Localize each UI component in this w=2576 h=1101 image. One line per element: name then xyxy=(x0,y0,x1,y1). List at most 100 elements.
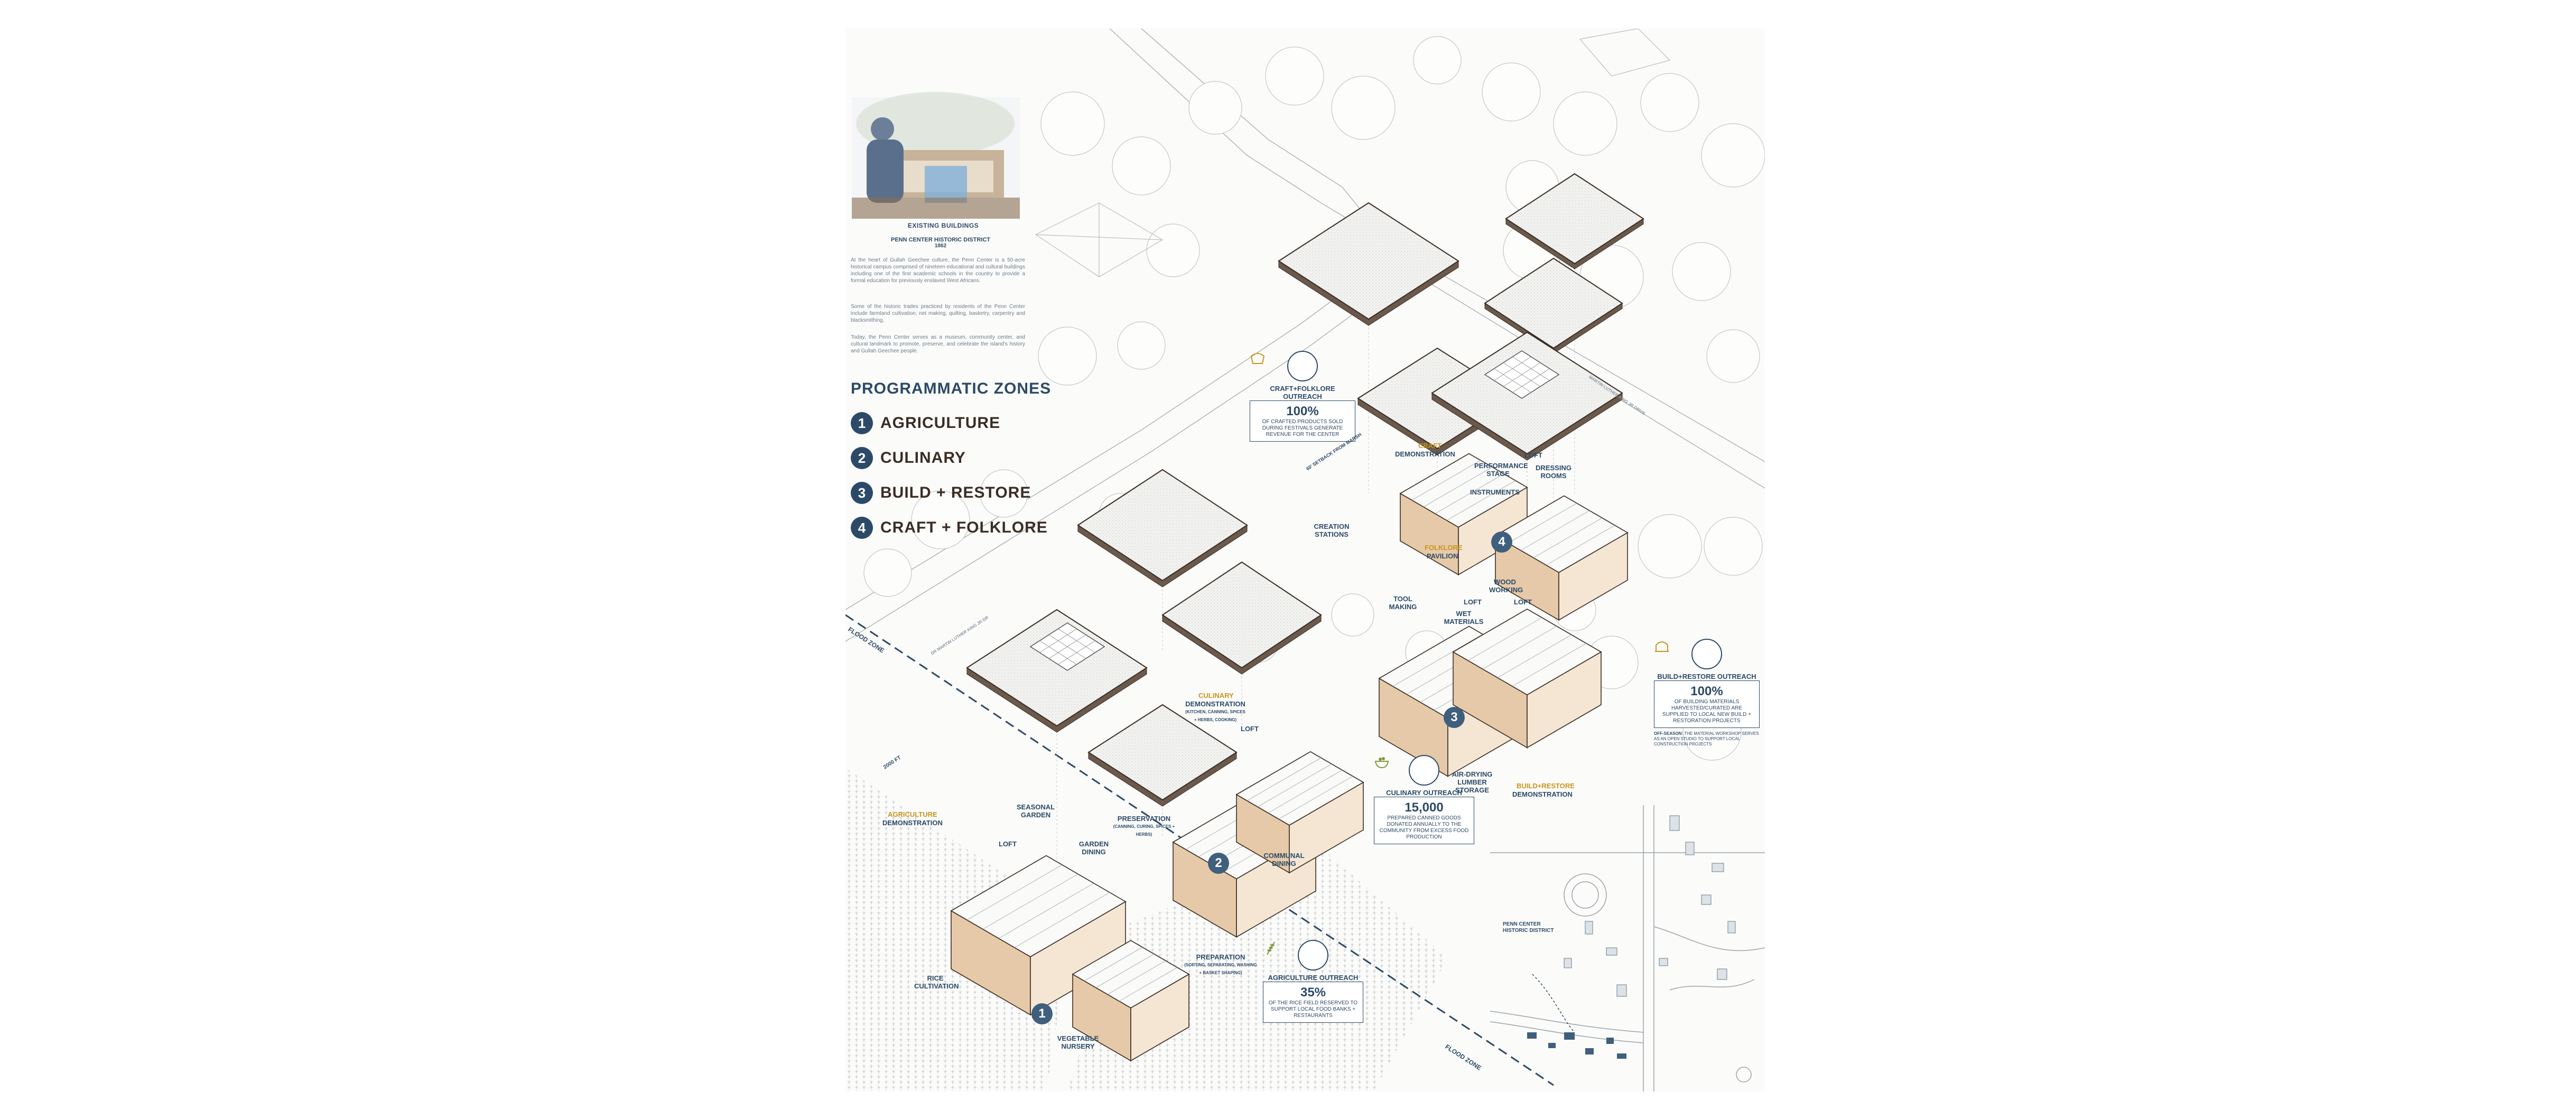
zone-label: CULINARY xyxy=(880,449,966,466)
build-outreach-value: 100% xyxy=(1690,684,1723,698)
label-loft-d: LOFT xyxy=(1241,725,1259,733)
programmatic-zones-title: PROGRAMMATIC ZONES xyxy=(851,380,1052,397)
roof-surface xyxy=(1484,257,1623,349)
zone-marker-2: 2 xyxy=(1208,853,1229,874)
label-communal-dining: COMMUNAL DINING xyxy=(1263,852,1305,867)
preparation-sub: (SORTING, SEPARATING, WASHING + BASKET S… xyxy=(1184,963,1257,975)
penn-center-text: PENN CENTER xyxy=(1503,921,1541,927)
tree-canopies xyxy=(863,36,1765,761)
building-volume xyxy=(950,855,1127,1016)
map-site-building xyxy=(1564,1032,1575,1040)
culinary-demo-sub: (KITCHEN, CANNING, SPICES + HERBS, COOKI… xyxy=(1185,710,1245,722)
map-site-building xyxy=(1527,1032,1537,1039)
existing-building-outlines xyxy=(1035,29,1671,277)
building-grid-line xyxy=(1014,892,1110,948)
craft-outreach-title: CRAFT+FOLKLORE OUTREACH xyxy=(1270,385,1335,400)
building-volumes xyxy=(950,453,1629,1062)
label-preservation: PRESERVATION (CANNING, CURING, SPICES + … xyxy=(1110,815,1178,838)
building-grid-line xyxy=(1268,770,1343,814)
tree-canopy xyxy=(1638,514,1702,579)
label-rice-cultivation: RICE CULTIVATION xyxy=(914,974,959,990)
map-building xyxy=(1585,921,1593,935)
build-outreach: BUILD+RESTORE OUTREACH 100% OF BUILDING … xyxy=(1654,639,1760,747)
zone-number-badge: 3 xyxy=(851,482,873,504)
build-offseason-note: OFF-SEASON: THE MATERIAL WORKSHOP SERVES… xyxy=(1654,731,1760,747)
tree-canopy xyxy=(1117,321,1166,370)
tree-canopy xyxy=(863,548,912,597)
label-loft-a: LOFT xyxy=(1524,451,1542,459)
building-grid-line xyxy=(1257,763,1332,807)
label-dressing-rooms: DRESSING ROOMS xyxy=(1536,464,1571,480)
roof-surface xyxy=(1505,173,1644,265)
map-building xyxy=(1685,842,1695,855)
map-building xyxy=(1712,863,1724,872)
building-grid-line xyxy=(1392,634,1483,687)
tree-canopy xyxy=(1701,123,1765,188)
zone-marker-3: 3 xyxy=(1444,707,1465,728)
label-folklore: FOLKLORE xyxy=(1425,544,1463,552)
district-year: 1862 xyxy=(934,243,947,249)
building-grid-line xyxy=(1095,954,1155,988)
label-air-drying: AIR-DRYING LUMBER STORAGE xyxy=(1452,770,1493,794)
label-vegetable-nursery: VEGETABLE NURSERY xyxy=(1057,1034,1099,1050)
roof-panel xyxy=(1484,257,1623,354)
label-loft-b: LOFT xyxy=(1464,598,1482,606)
map-building xyxy=(1727,921,1736,934)
preparation-text: PREPARATION xyxy=(1196,953,1245,961)
tree-canopy xyxy=(1188,81,1242,135)
building-grid-line xyxy=(1533,518,1603,558)
label-loft-c: LOFT xyxy=(1514,598,1532,606)
building-grid-line xyxy=(1119,967,1178,1002)
existing-buildings-title: EXISTING BUILDINGS xyxy=(907,222,979,229)
map-site-building xyxy=(1617,1053,1626,1059)
tree-canopy xyxy=(1413,36,1462,85)
building-floor xyxy=(1399,453,1528,528)
basket-icon xyxy=(1250,351,1318,381)
agri-outreach-title: AGRICULTURE OUTREACH xyxy=(1268,974,1359,982)
label-build-demo-a: BUILD+RESTORE xyxy=(1517,782,1575,790)
axonometric-site-drawing xyxy=(845,29,1765,1091)
roof-skylight xyxy=(1029,622,1105,671)
map-site-building xyxy=(1606,1038,1614,1044)
label-preparation: PREPARATION (SORTING, SEPARATING, WASHIN… xyxy=(1184,953,1258,977)
craft-outreach-desc: OF CRAFTED PRODUCTS SOLD DURING FESTIVAL… xyxy=(1262,419,1343,437)
label-agri-demo-a: AGRICULTURE xyxy=(888,810,937,818)
roof-surface xyxy=(966,609,1148,727)
craft-outreach-box: 100% OF CRAFTED PRODUCTS SOLD DURING FES… xyxy=(1250,400,1355,442)
building-grid-line xyxy=(1497,635,1572,678)
agri-outreach-value: 35% xyxy=(1300,985,1326,1000)
building-floor xyxy=(1494,495,1629,573)
culinary-outreach-value: 15,000 xyxy=(1405,800,1444,815)
zone-label: BUILD + RESTORE xyxy=(880,484,1031,501)
flood-zone-line xyxy=(845,614,1554,1086)
roof-surface xyxy=(1278,202,1459,320)
roof-panel xyxy=(1087,704,1238,807)
building-grid-line xyxy=(1520,510,1590,551)
tree-canopy xyxy=(1038,326,1097,386)
building-grid-line xyxy=(1084,947,1143,982)
build-outreach-box: 100% OF BUILDING MATERIALS HARVESTED/CUR… xyxy=(1654,680,1760,728)
culinary-demo-text: DEMONSTRATION xyxy=(1185,700,1245,708)
label-wet-materials: WET MATERIALS xyxy=(1444,610,1484,626)
tree-canopy xyxy=(911,490,970,549)
tree-canopy xyxy=(1553,91,1617,156)
map-building xyxy=(1669,815,1680,831)
historic-photo xyxy=(852,92,1020,219)
tree-canopy xyxy=(1331,76,1396,140)
tree-canopy xyxy=(1146,223,1200,277)
map-building xyxy=(1606,947,1617,956)
build-outreach-desc: OF BUILDING MATERIALS HARVESTED/CURATED … xyxy=(1662,699,1751,724)
skylight-mullion xyxy=(1503,362,1541,387)
zone-number-badge: 1 xyxy=(851,412,873,434)
map-site-building xyxy=(1585,1048,1594,1055)
label-culinary-demo-b: DEMONSTRATION (KITCHEN, CANNING, SPICES … xyxy=(1184,700,1247,724)
roof-surface xyxy=(1161,561,1322,669)
tree-canopy xyxy=(1640,73,1699,132)
map-building xyxy=(1616,984,1627,997)
preservation-text: PRESERVATION xyxy=(1117,815,1171,823)
existing-para-2: Some of the historic trades practiced by… xyxy=(851,304,1025,323)
building-volume xyxy=(1072,940,1190,1062)
map-building xyxy=(1564,958,1572,968)
map-building xyxy=(1717,968,1727,980)
agri-outreach-desc: OF THE RICE FIELD RESERVED TO SUPPORT LO… xyxy=(1268,1000,1358,1019)
